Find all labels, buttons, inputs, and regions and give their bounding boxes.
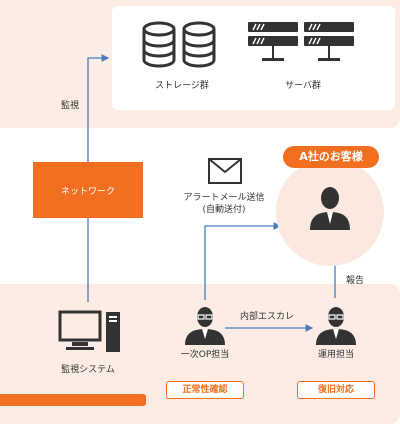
report-label: 報告	[345, 276, 364, 286]
alert-line	[204, 222, 282, 300]
network-to-infra-line	[87, 54, 110, 162]
database-icon	[142, 21, 216, 68]
customer-pill: A社のお客様	[283, 146, 379, 168]
recovery-tag: 復旧対応	[297, 381, 375, 399]
alert-label-line1: アラートメール送信	[183, 193, 265, 203]
network-box: ネットワーク	[33, 162, 143, 218]
business-person-icon	[310, 187, 350, 230]
envelope-icon	[208, 158, 242, 184]
operations-staff-icon	[316, 307, 356, 345]
escalation-label: 内部エスカレ	[239, 312, 294, 322]
ops-label: 運用担当	[317, 350, 354, 360]
storage-label: ストレージ群	[155, 81, 209, 91]
bottom-orange-bar	[0, 394, 146, 406]
servers-label: サーバ群	[285, 81, 321, 91]
operator-icon	[185, 307, 225, 345]
monitor-label: 監視	[60, 101, 79, 111]
monitoring-system-label: 監視システム	[61, 365, 115, 375]
health-check-tag: 正常性確認	[166, 381, 244, 399]
computer-icon	[58, 310, 120, 352]
server-rack-icon	[248, 22, 354, 61]
alert-label-line2: (自動送付)	[202, 205, 246, 215]
first-op-label: 一次OP担当	[180, 350, 230, 360]
